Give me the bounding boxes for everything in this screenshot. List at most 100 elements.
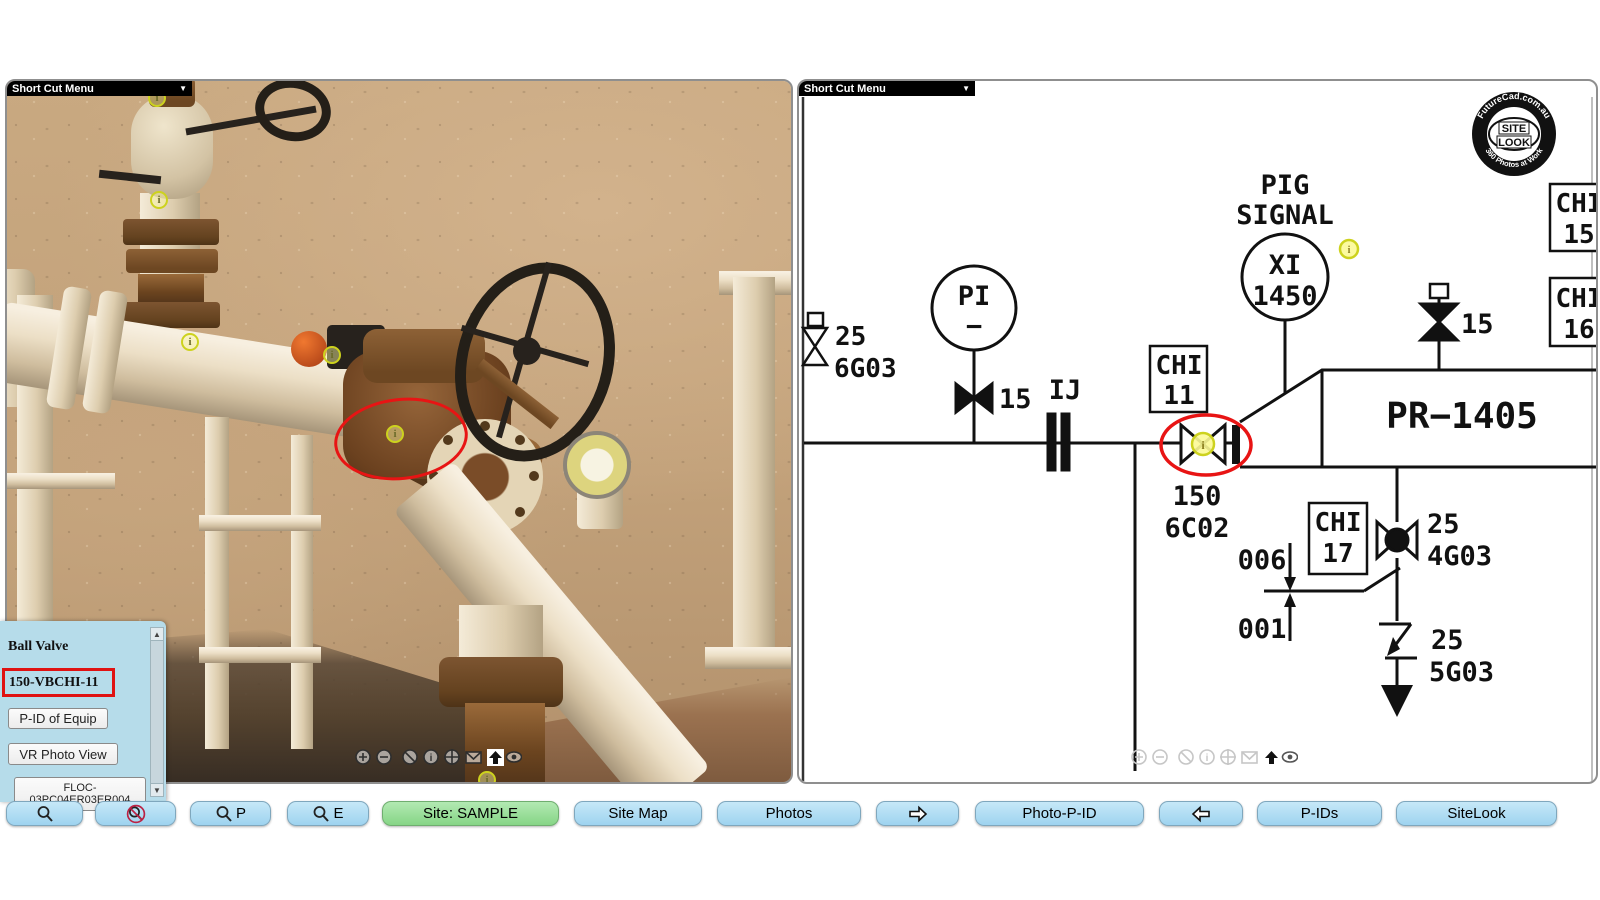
equipment-info-popup: Ball Valve 150-VBCHI-11 P-ID of Equip VR…	[0, 621, 166, 811]
photo-shortcut-menu-label: Short Cut Menu	[12, 82, 94, 95]
vr-photo-view-button[interactable]: VR Photo View	[8, 743, 118, 765]
photo-hotspot-icon[interactable]: i	[386, 425, 404, 443]
photo-shortcut-menu[interactable]: Short Cut Menu ▼	[7, 81, 192, 96]
eye-icon[interactable]	[505, 751, 522, 763]
pid-drawing[interactable]: i i PIG SIGNAL XI 1450 PI − 15 IJ 25 6G0…	[799, 81, 1598, 784]
zoom-in-icon[interactable]	[355, 749, 371, 765]
scroll-up-icon[interactable]: ▲	[150, 627, 164, 641]
photo-support-post-1	[205, 417, 229, 749]
photo-flange-b	[126, 249, 218, 273]
chi16-number: 16	[1563, 315, 1594, 345]
no-zoom-icon[interactable]	[1178, 749, 1194, 765]
photo-spool	[138, 274, 204, 304]
zoom-off-button[interactable]	[95, 801, 176, 826]
xi-number: 1450	[1252, 281, 1317, 312]
scroll-down-icon[interactable]: ▼	[150, 783, 164, 797]
main-valve-size: 150	[1173, 481, 1222, 512]
left-valve-spec: 6G03	[834, 354, 897, 384]
arrow-left-icon	[1191, 805, 1210, 822]
diagram-shortcut-menu[interactable]: Short Cut Menu ▼	[799, 81, 975, 96]
v4-size: 25	[1427, 509, 1460, 540]
pi-minus: −	[966, 311, 982, 342]
sitelook-button[interactable]: SiteLook	[1396, 801, 1557, 826]
zoom-in-icon[interactable]	[1131, 749, 1147, 765]
flow-arrow	[1381, 685, 1413, 717]
ij-bar	[1060, 412, 1071, 472]
site-map-button[interactable]: Site Map	[574, 801, 702, 826]
photo-riser-top	[459, 605, 543, 665]
pids-button[interactable]: P-IDs	[1257, 801, 1382, 826]
photo-hotspot-icon[interactable]: i	[323, 346, 341, 364]
chi16-tag-box	[1548, 276, 1596, 348]
zoom-out-icon[interactable]	[1152, 749, 1168, 765]
photo-support-post-2	[291, 435, 313, 749]
spec-break-bottom-label: 001	[1238, 614, 1287, 645]
main-valve-spec: 6C02	[1164, 513, 1229, 544]
diagram-annotation-ellipse	[1159, 413, 1253, 477]
magnifier-icon	[314, 805, 330, 822]
magnifier-slash-icon	[126, 804, 145, 823]
chi11-label: CHI	[1156, 351, 1203, 381]
envelope-icon[interactable]	[1241, 751, 1258, 764]
pan-icon[interactable]	[1220, 749, 1236, 765]
chi17-label: CHI	[1315, 508, 1362, 538]
top-valve-size: 15	[1461, 309, 1494, 340]
envelope-icon[interactable]	[465, 751, 482, 764]
top-valve-actuator	[1428, 282, 1450, 300]
info-icon[interactable]: i	[423, 749, 439, 765]
photo-pressure-gauge	[563, 431, 631, 499]
left-valve-actuator	[806, 311, 825, 328]
xi-tag: XI	[1269, 250, 1302, 281]
up-arrow-icon[interactable]	[1263, 749, 1280, 766]
site-button[interactable]: Site: SAMPLE	[382, 801, 559, 826]
pi-tag: PI	[958, 281, 991, 312]
photo-left-brace	[7, 473, 115, 489]
diagram-hotspot-icon[interactable]: i	[1190, 431, 1216, 457]
info-scrollbar[interactable]	[150, 627, 164, 797]
no-zoom-icon[interactable]	[402, 749, 418, 765]
receiver-tag: PR−1405	[1386, 396, 1538, 437]
info-icon[interactable]: i	[1199, 749, 1215, 765]
back-button[interactable]	[1159, 801, 1243, 826]
photo-wellhead-body	[131, 95, 213, 199]
left-valve-symbol	[800, 326, 830, 367]
pan-icon[interactable]	[444, 749, 460, 765]
photo-valve-bonnet	[363, 329, 485, 383]
chi11-tag-box	[1148, 344, 1209, 414]
pi-valve-size: 15	[999, 384, 1032, 415]
chi16-label: CHI	[1556, 284, 1598, 314]
svg-text:i: i	[1348, 245, 1351, 256]
spec-break-top-label: 006	[1238, 545, 1287, 576]
diagram-hotspot-icon[interactable]: i	[1338, 238, 1360, 260]
eye-icon[interactable]	[1281, 751, 1298, 763]
pid-diagram-panel: Short Cut Menu ▼	[797, 79, 1598, 784]
logo-site-text: SITE	[1502, 123, 1526, 135]
photo-hotspot-icon[interactable]: i	[181, 333, 199, 351]
photo-riser-lower	[465, 703, 545, 782]
photo-viewport[interactable]: i i i i i i i	[7, 81, 791, 782]
v5-spec: 5G03	[1429, 657, 1494, 688]
chi15-tag-box	[1548, 182, 1596, 253]
photo-hotspot-icon[interactable]: i	[478, 771, 496, 782]
photo-pid-button[interactable]: Photo-P-ID	[975, 801, 1144, 826]
photos-button[interactable]: Photos	[717, 801, 861, 826]
up-arrow-icon[interactable]	[487, 749, 504, 766]
sitelook-logo: FutureCad.com.au 360 Photos at Work SITE…	[1472, 91, 1556, 176]
zoom-pid-button[interactable]: P	[190, 801, 271, 826]
photo-hotspot-icon[interactable]: i	[150, 191, 168, 209]
zoom-equip-letter: E	[333, 805, 344, 822]
pid-of-equip-button[interactable]: P-ID of Equip	[8, 708, 108, 729]
forward-button[interactable]	[876, 801, 959, 826]
zoom-button[interactable]	[6, 801, 83, 826]
spec-break-down-arrow	[1284, 577, 1296, 591]
equipment-type-label: Ball Valve	[8, 639, 69, 654]
pi-valve-symbol	[954, 380, 994, 416]
zoom-pid-letter: P	[235, 805, 246, 822]
pig-signal-label: PIG	[1261, 170, 1310, 201]
photo-viewer-panel: Short Cut Menu ▼	[5, 79, 793, 784]
zoom-equip-button[interactable]: E	[287, 801, 369, 826]
v4-spec: 4G03	[1427, 541, 1492, 572]
photo-viewer-controls: i	[355, 749, 522, 766]
zoom-out-icon[interactable]	[376, 749, 392, 765]
